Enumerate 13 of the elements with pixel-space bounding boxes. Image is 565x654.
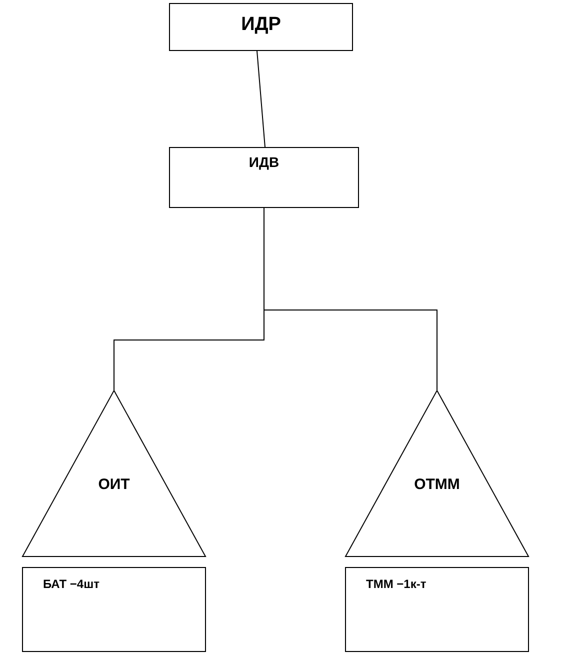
org-box [169,3,353,51]
connector-line [256,50,266,148]
org-box [345,567,529,652]
node-label: БАТ −4шт [43,577,100,591]
node-label: ТММ −1к-т [366,577,426,591]
triangle-shape [345,390,529,557]
org-box [169,147,359,208]
triangle-shape [22,390,206,557]
node-label: ИДР [240,14,282,36]
node-label: ИДВ [248,154,280,170]
org-box [22,567,206,652]
node-label: ОТММ [413,476,461,493]
node-label: ОИТ [97,476,131,493]
